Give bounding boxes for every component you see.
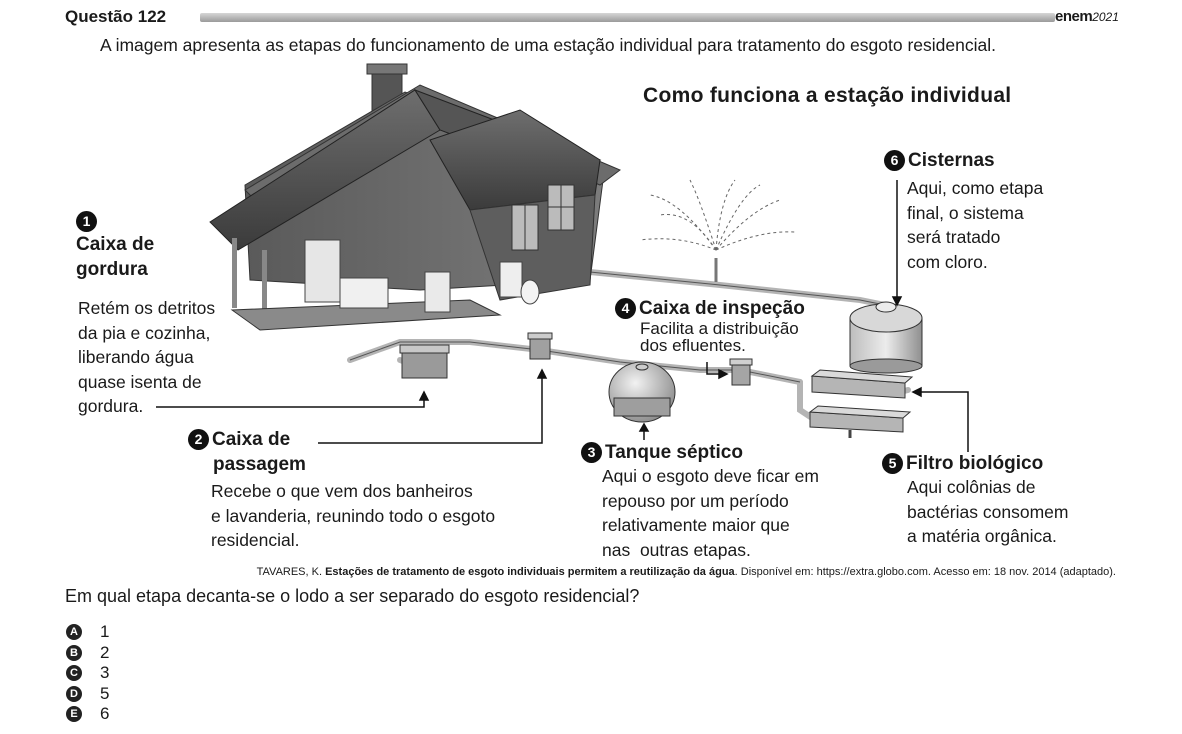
passage-box (527, 332, 553, 360)
step-2-text: Recebe o que vem dos banheiros e lavande… (211, 479, 495, 553)
step-1-callout: 1 Caixa de gordura (76, 211, 154, 282)
step-2-text-line: residencial. (211, 530, 300, 550)
inspection-box (729, 358, 753, 386)
step-5-title: Filtro biológico (906, 453, 1044, 474)
step-4-text: Facilita a distribuição dos efluentes. (640, 320, 799, 354)
brand-name: enem (1055, 8, 1093, 25)
option-letter-badge: E (66, 706, 82, 723)
step-2-title-line1: Caixa de (212, 429, 291, 450)
step-4-number: 4 (615, 298, 636, 319)
option-text: 5 (100, 683, 110, 703)
step-6-number: 6 (884, 150, 905, 171)
step-5-text: Aqui colônias de bactérias consomem a ma… (907, 475, 1068, 549)
biological-filter (808, 369, 914, 438)
source-author: TAVARES, K. (256, 566, 326, 578)
step-3-title: Tanque séptico (605, 442, 743, 463)
step-3-text-line: Aqui o esgoto deve ficar em (602, 466, 819, 486)
option-letter-badge: B (66, 644, 82, 661)
question-stem: Em qual etapa decanta-se o lodo a ser se… (65, 586, 640, 606)
step-1-title-line1: Caixa de (76, 234, 155, 255)
step-1-text: Retém os detritos da pia e cozinha, libe… (78, 296, 215, 419)
figure-source: TAVARES, K. Estações de tratamento de es… (0, 566, 1116, 578)
step-1-text-line: gordura. (78, 396, 144, 416)
step-2-title-line2: passagem (213, 454, 306, 475)
step-3-text: Aqui o esgoto deve ficar em repouso por … (602, 464, 819, 562)
step-5-text-line: Aqui colônias de (907, 477, 1036, 497)
step-4-title: Caixa de inspeção (639, 298, 805, 319)
step-5-text-line: bactérias consomem (907, 501, 1069, 522)
option-text: 6 (100, 704, 110, 724)
step-5-number: 5 (882, 453, 903, 474)
step-1-text-line: liberando água (78, 347, 194, 367)
step-3-text-line: relativamente maior que (602, 515, 790, 535)
step-1-title-line2: gordura (76, 259, 148, 280)
step-2-number: 2 (188, 429, 209, 450)
figure-title: Como funciona a estação individual (643, 84, 1012, 107)
brand-year: 2021 (1092, 10, 1119, 24)
option-text: 1 (100, 622, 110, 642)
intro-text: A imagem apresenta as etapas do funciona… (100, 35, 996, 55)
step-4-text-line: dos efluentes. (640, 336, 746, 355)
step-6-text-line: final, o sistema (907, 202, 1024, 223)
step-6-text-line: Aqui, como etapa (907, 178, 1044, 198)
header-divider (200, 13, 1055, 22)
step-1-number: 1 (76, 211, 97, 232)
step-3-text-line: repouso por um período (602, 490, 789, 511)
option-letter-badge: A (66, 624, 82, 641)
option-text: 3 (100, 663, 110, 683)
step-1-text-line: quase isenta de (78, 371, 202, 392)
cistern (849, 301, 923, 374)
septic-tank (608, 361, 676, 423)
step-6-text-line: com cloro. (907, 251, 988, 272)
step-6-text-line: será tratado (907, 227, 1001, 247)
step-3-number: 3 (581, 442, 602, 463)
step-1-text-line: Retém os detritos (78, 298, 216, 318)
source-rest: . Disponível em: https://extra.globo.com… (734, 566, 1116, 578)
step-6-text: Aqui, como etapa final, o sistema será t… (907, 176, 1043, 274)
step-4-text-line: Facilita a distribuição (640, 319, 799, 338)
step-3-text-line: nas outras etapas. (602, 539, 751, 560)
question-title: Questão 122 (65, 7, 167, 26)
option-text: 2 (100, 642, 110, 662)
callout-lines (156, 180, 969, 452)
step-1-text-line: da pia e cozinha, (78, 322, 211, 343)
option-letter-badge: D (66, 685, 82, 702)
step-5-text-line: a matéria orgânica. (907, 526, 1057, 546)
source-title: Estações de tratamento de esgoto individ… (325, 566, 735, 578)
grease-box (399, 344, 450, 379)
brand-logo: enem2021 (1055, 8, 1119, 25)
option-letter-badge: C (66, 665, 82, 682)
step-2-text-line: e lavanderia, reunindo todo o esgoto (211, 505, 496, 526)
step-2-text-line: Recebe o que vem dos banheiros (211, 481, 473, 501)
step-6-title: Cisternas (908, 150, 995, 171)
sprinkler (639, 179, 796, 282)
house (209, 63, 621, 331)
